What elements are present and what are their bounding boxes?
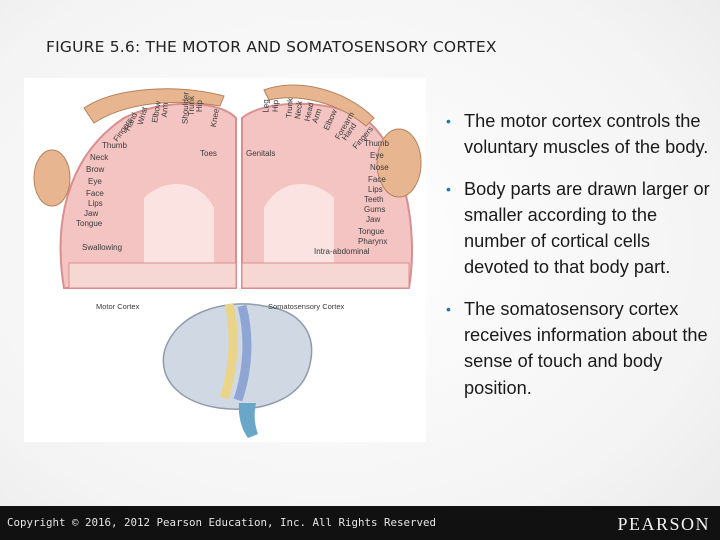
motor-part-brow: Brow <box>86 165 105 174</box>
motor-part-neck: Neck <box>90 153 109 162</box>
motor-part-lips: Lips <box>88 199 103 208</box>
bullet-item: •Body parts are drawn larger or smaller … <box>446 176 710 281</box>
somato-homunculus-body <box>263 84 375 127</box>
somato-part-pharynx: Pharynx <box>358 237 388 246</box>
bullet-item: •The motor cortex controls the voluntary… <box>446 108 710 161</box>
somato-part-gums: Gums <box>364 205 386 214</box>
motor-part-tongue: Tongue <box>76 219 103 228</box>
footer-bar: Copyright © 2016, 2012 Pearson Education… <box>0 506 720 540</box>
somato-part-genitals: Genitals <box>246 149 276 158</box>
somatosensory-cortex-base <box>241 262 410 289</box>
bullet-dot-icon: • <box>446 180 451 197</box>
motor-homunculus-body <box>83 88 225 124</box>
motor-part-toes: Toes <box>200 149 217 158</box>
slide-title: FIGURE 5.6: THE MOTOR AND SOMATOSENSORY … <box>46 38 497 56</box>
brain-stem <box>238 403 258 438</box>
copyright-text: Copyright © 2016, 2012 Pearson Education… <box>7 516 437 529</box>
motor-part-swallowing: Swallowing <box>82 243 123 252</box>
somato-part-nose: Nose <box>370 163 389 172</box>
motor-part-thumb: Thumb <box>102 141 127 150</box>
somato-part-leg: Leg <box>261 99 271 113</box>
brain-illustration <box>162 303 313 410</box>
bullet-dot-icon: • <box>446 300 451 317</box>
somato-part-tongue: Tongue <box>358 227 385 236</box>
bullet-item: •The somatosensory cortex receives infor… <box>446 296 710 401</box>
brain-motor-strip <box>219 302 238 400</box>
motor-cortex-label: Motor Cortex <box>96 302 140 311</box>
somato-part-face: Face <box>368 175 386 184</box>
somato-part-eye: Eye <box>370 151 384 160</box>
motor-somatosensory-figure: Motor Cortex Somatosensory Cortex Tongue… <box>24 78 426 442</box>
cortex-illustration <box>33 84 422 438</box>
somatosensory-cortex-label: Somatosensory Cortex <box>268 302 345 311</box>
motor-part-arm: Arm <box>159 102 170 118</box>
motor-part-face: Face <box>86 189 104 198</box>
somato-part-jaw: Jaw <box>366 215 381 224</box>
motor-part-eye: Eye <box>88 177 102 186</box>
somato-part-teeth: Teeth <box>364 195 384 204</box>
somatosensory-cortex-white-matter <box>264 184 334 278</box>
motor-part-jaw: Jaw <box>84 209 99 218</box>
somato-part-thumb: Thumb <box>364 139 389 148</box>
somato-part-hip: Hip <box>270 99 281 113</box>
motor-homunculus-face <box>33 149 71 207</box>
brain-sensory-strip <box>233 304 252 402</box>
pearson-logo: PEARSON <box>617 514 710 534</box>
motor-part-hip: Hip <box>195 99 205 113</box>
bullet-list: •The motor cortex controls the voluntary… <box>446 108 710 416</box>
motor-cortex-base <box>68 262 237 289</box>
somato-part-lips: Lips <box>368 185 383 194</box>
somato-part-intra-abdominal: Intra-abdominal <box>314 247 370 256</box>
bullet-dot-icon: • <box>446 113 451 129</box>
somato-homunculus-face <box>376 128 422 198</box>
motor-cortex-white-matter <box>144 184 214 278</box>
